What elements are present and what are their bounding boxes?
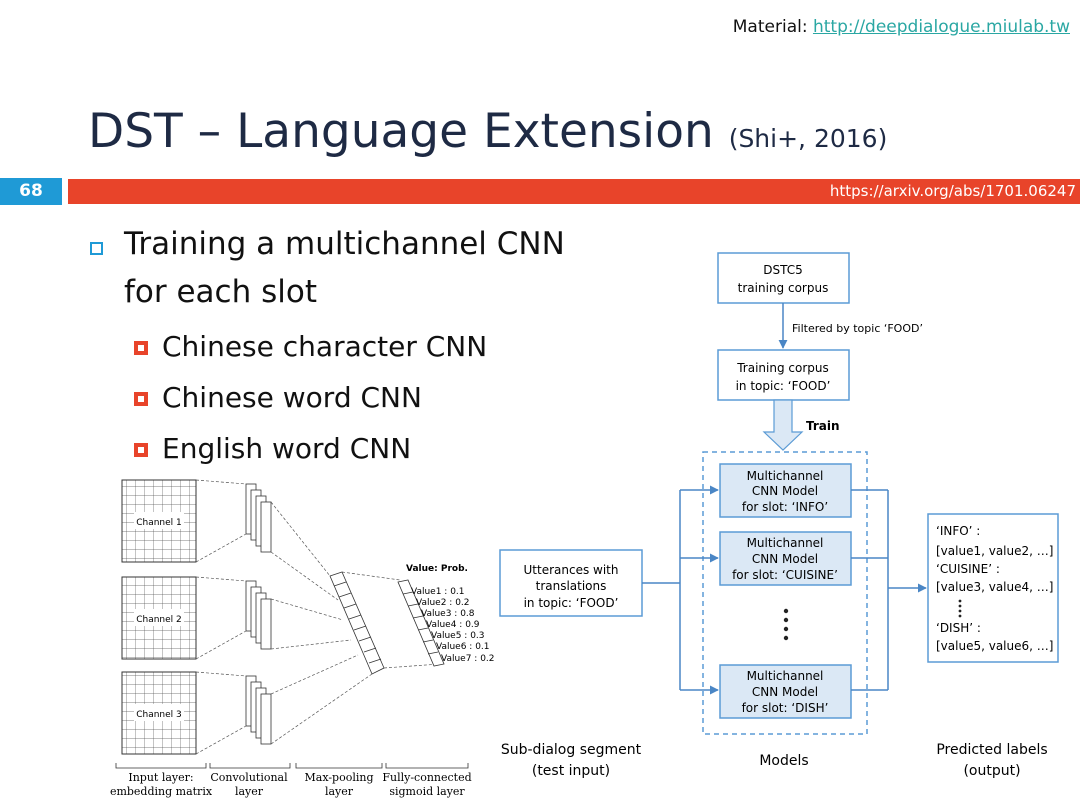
layer-label-conv-sub: layer — [235, 785, 264, 798]
model-cuisine-line2: CNN Model — [752, 552, 818, 566]
model-dish-box — [719, 664, 852, 719]
sub-bullet-chinese-word: Chinese word CNN — [162, 381, 422, 414]
predicted-dish: ‘DISH’ : — [936, 621, 981, 635]
layer-label-input-sub: embedding matrix — [110, 785, 213, 798]
predicted-info: ‘INFO’ : — [936, 524, 980, 538]
layer-label-pool: Max-pooling — [305, 771, 374, 784]
train-label: Train — [806, 419, 840, 433]
caption-predicted-sub: (output) — [963, 763, 1020, 779]
conv-stack-1 — [245, 483, 272, 553]
model-dish-line2: CNN Model — [752, 685, 818, 699]
layer-label-conv: Convolutional — [210, 771, 288, 784]
caption-subdialog-sub: (test input) — [532, 763, 610, 779]
models-container — [702, 451, 868, 735]
model-info-line3: for slot: ‘INFO’ — [742, 500, 828, 514]
material-link[interactable]: http://deepdialogue.miulab.tw — [812, 17, 1070, 37]
predicted-cuisine-values: [value3, value4, …] — [936, 580, 1053, 594]
sub-bullet-chinese-char: Chinese character CNN — [162, 330, 488, 363]
channel-label-bg — [134, 609, 184, 626]
slide-number: 68 — [0, 178, 62, 205]
predicted-cuisine: ‘CUISINE’ : — [936, 562, 1000, 576]
model-info-line2: CNN Model — [752, 484, 818, 498]
layer-label-fc-sub: sigmoid layer — [389, 785, 465, 798]
train-arrow-icon — [762, 399, 804, 451]
channel-label-bg — [134, 704, 184, 721]
output-header: Value: Prob. — [406, 564, 468, 574]
predicted-box — [927, 513, 1059, 663]
title-text: DST – Language Extension — [88, 104, 714, 159]
fc-layer — [397, 579, 445, 667]
model-cuisine-line3: for slot: ‘CUISINE’ — [732, 568, 838, 582]
filter-label: Filtered by topic ‘FOOD’ — [792, 322, 923, 335]
pool-fc-connectors — [341, 571, 441, 669]
arxiv-link[interactable]: https://arxiv.org/abs/1701.06247 — [829, 182, 1076, 200]
header-bar — [68, 179, 1080, 204]
utterances-line3: in topic: ‘FOOD’ — [524, 596, 619, 610]
layer-label-fc: Fully-connected — [382, 771, 471, 784]
sub-bullet-icon — [134, 392, 148, 406]
dstc5-box — [717, 252, 850, 304]
output-value: Value5 : 0.3 — [431, 631, 485, 641]
input-conv-connectors — [195, 479, 247, 755]
predicted-info-values: [value1, value2, …] — [936, 544, 1053, 558]
output-value: Value4 : 0.9 — [426, 620, 480, 630]
sub-bullet-icon — [134, 443, 148, 457]
caption-subdialog: Sub-dialog segment — [501, 742, 642, 758]
channel-label: Channel 3 — [136, 710, 182, 720]
model-dish-line1: Multichannel — [747, 669, 824, 683]
caption-predicted: Predicted labels — [936, 742, 1047, 758]
input-arrows — [642, 485, 719, 695]
sub-bullet-english-word: English word CNN — [162, 432, 412, 465]
channel-label: Channel 1 — [136, 518, 182, 528]
vertical-ellipsis-icon — [783, 608, 789, 641]
page-title: DST – Language Extension (Shi+, 2016) — [88, 104, 887, 159]
model-cuisine-line1: Multichannel — [747, 536, 824, 550]
predicted-dish-values: [value5, value6, …] — [936, 639, 1053, 653]
main-bullet-line1: Training a multichannel CNN — [124, 226, 565, 262]
model-info-box — [719, 463, 852, 518]
caption-models: Models — [759, 753, 808, 769]
layer-brackets — [115, 763, 469, 769]
vertical-ellipsis-icon — [958, 599, 962, 618]
output-value: Value3 : 0.8 — [421, 609, 475, 619]
title-citation: (Shi+, 2016) — [728, 124, 888, 153]
layer-label-pool-sub: layer — [325, 785, 354, 798]
output-arrows — [851, 489, 927, 691]
material-label: Material: — [732, 17, 808, 37]
material-credit: Material: http://deepdialogue.miulab.tw — [733, 17, 1070, 37]
model-dish-line3: for slot: ‘DISH’ — [742, 701, 829, 715]
channel-label: Channel 2 — [136, 615, 182, 625]
output-value: Value6 : 0.1 — [436, 642, 490, 652]
channel-label-bg — [134, 512, 184, 529]
conv-stack-3 — [245, 675, 272, 745]
training-corpus-line1: Training corpus — [736, 361, 829, 375]
utterances-line2: translations — [536, 579, 607, 593]
main-bullet-line2: for each slot — [124, 274, 317, 310]
dstc5-line1: DSTC5 — [763, 263, 803, 277]
model-info-line1: Multichannel — [747, 469, 824, 483]
conv-stack-2 — [245, 580, 272, 650]
bullet-square-icon — [90, 242, 103, 255]
output-value: Value7 : 0.2 — [441, 654, 495, 664]
output-value: Value2 : 0.2 — [416, 598, 470, 608]
utterances-box — [499, 549, 643, 617]
training-corpus-line2: in topic: ‘FOOD’ — [736, 379, 831, 393]
output-value: Value1 : 0.1 — [411, 587, 465, 597]
dstc5-line2: training corpus — [738, 281, 829, 295]
conv-pool-connectors — [270, 501, 373, 745]
model-cuisine-box — [719, 531, 852, 586]
layer-label-input: Input layer: — [128, 771, 193, 784]
utterances-line1: Utterances with — [524, 563, 619, 577]
sub-bullet-icon — [134, 341, 148, 355]
